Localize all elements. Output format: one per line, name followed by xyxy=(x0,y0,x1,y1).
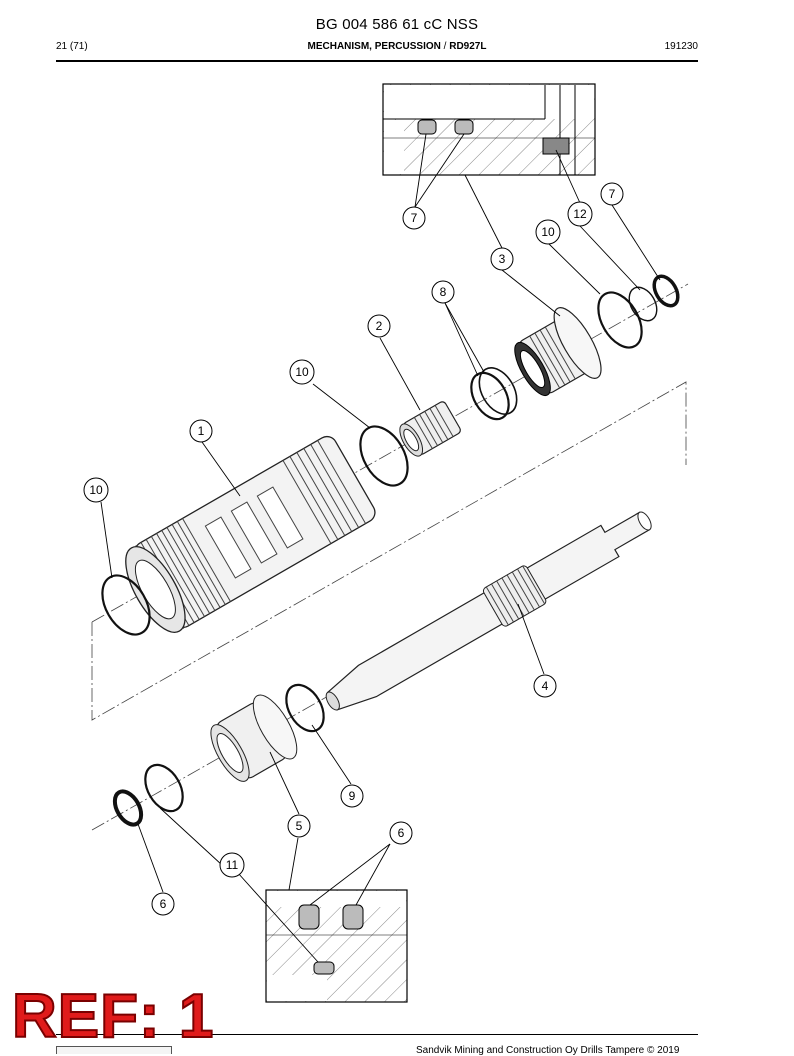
document-number: BG 004 586 61 cC NSS xyxy=(315,16,479,33)
page-number: 21 (71) xyxy=(56,41,88,52)
svg-text:3: 3 xyxy=(499,252,506,266)
part-7-seal xyxy=(652,274,680,308)
callout-10-left: 10 xyxy=(83,477,109,503)
part-12-ring xyxy=(628,286,658,322)
brand-logo-strip xyxy=(56,1046,172,1054)
callout-12: 12 xyxy=(567,201,593,227)
callout-6: 6 xyxy=(151,892,175,916)
section-name: MECHANISM, PERCUSSION xyxy=(307,41,441,52)
svg-text:7: 7 xyxy=(411,211,418,225)
callout-1: 1 xyxy=(189,419,213,443)
svg-text:10: 10 xyxy=(541,225,555,239)
reference-stamp: REF: 1 xyxy=(11,982,215,1051)
part-1-cylinder xyxy=(125,435,376,633)
part-2-sleeve xyxy=(399,401,461,457)
svg-text:11: 11 xyxy=(226,858,239,872)
axis-connector xyxy=(91,381,687,721)
callout-7-detail: 7 xyxy=(402,206,426,230)
svg-text:9: 9 xyxy=(349,789,356,803)
callout-10-middle: 10 xyxy=(289,359,315,385)
svg-text:6: 6 xyxy=(398,826,405,840)
part-8-seal-rings xyxy=(470,367,518,421)
footer-rule xyxy=(56,1034,698,1035)
svg-text:2: 2 xyxy=(376,319,383,333)
callout-8: 8 xyxy=(431,280,455,304)
part-10-oring-right xyxy=(597,291,643,349)
title-separator: / xyxy=(440,41,450,52)
callout-4: 4 xyxy=(533,674,557,698)
callout-11: 11 xyxy=(219,852,245,878)
part-9-oring xyxy=(285,683,325,733)
callout-5: 5 xyxy=(287,814,311,838)
part-4-piston xyxy=(325,511,652,711)
svg-text:8: 8 xyxy=(440,285,447,299)
callout-3: 3 xyxy=(490,247,514,271)
date-code: 191230 xyxy=(664,41,698,52)
svg-text:6: 6 xyxy=(160,897,167,911)
svg-text:7: 7 xyxy=(609,187,616,201)
svg-text:4: 4 xyxy=(542,679,549,693)
callout-10-right: 10 xyxy=(535,219,561,245)
footer-copyright: Sandvik Mining and Construction Oy Drill… xyxy=(416,1045,680,1056)
section-title: MECHANISM, PERCUSSION / RD927L xyxy=(0,41,794,52)
part-5-bush xyxy=(210,694,298,782)
part-6-seal xyxy=(112,789,144,827)
detail-section-bottom xyxy=(265,889,408,1003)
svg-text:10: 10 xyxy=(89,483,103,497)
leader-lines xyxy=(100,133,661,963)
model-name: RD927L xyxy=(449,41,487,52)
svg-text:12: 12 xyxy=(573,207,587,221)
callout-6-detail: 6 xyxy=(389,821,413,845)
part-10-oring-middle xyxy=(359,425,409,487)
part-10-oring-left xyxy=(101,574,151,636)
callout-9: 9 xyxy=(340,784,364,808)
part-3-bush xyxy=(514,307,602,397)
svg-text:10: 10 xyxy=(295,365,309,379)
callout-7-right: 7 xyxy=(600,182,624,206)
part-11-oring xyxy=(144,763,184,813)
svg-text:5: 5 xyxy=(296,819,303,833)
callout-2: 2 xyxy=(367,314,391,338)
svg-text:1: 1 xyxy=(198,424,205,438)
header-rule xyxy=(56,60,698,62)
detail-section-top xyxy=(382,83,596,176)
